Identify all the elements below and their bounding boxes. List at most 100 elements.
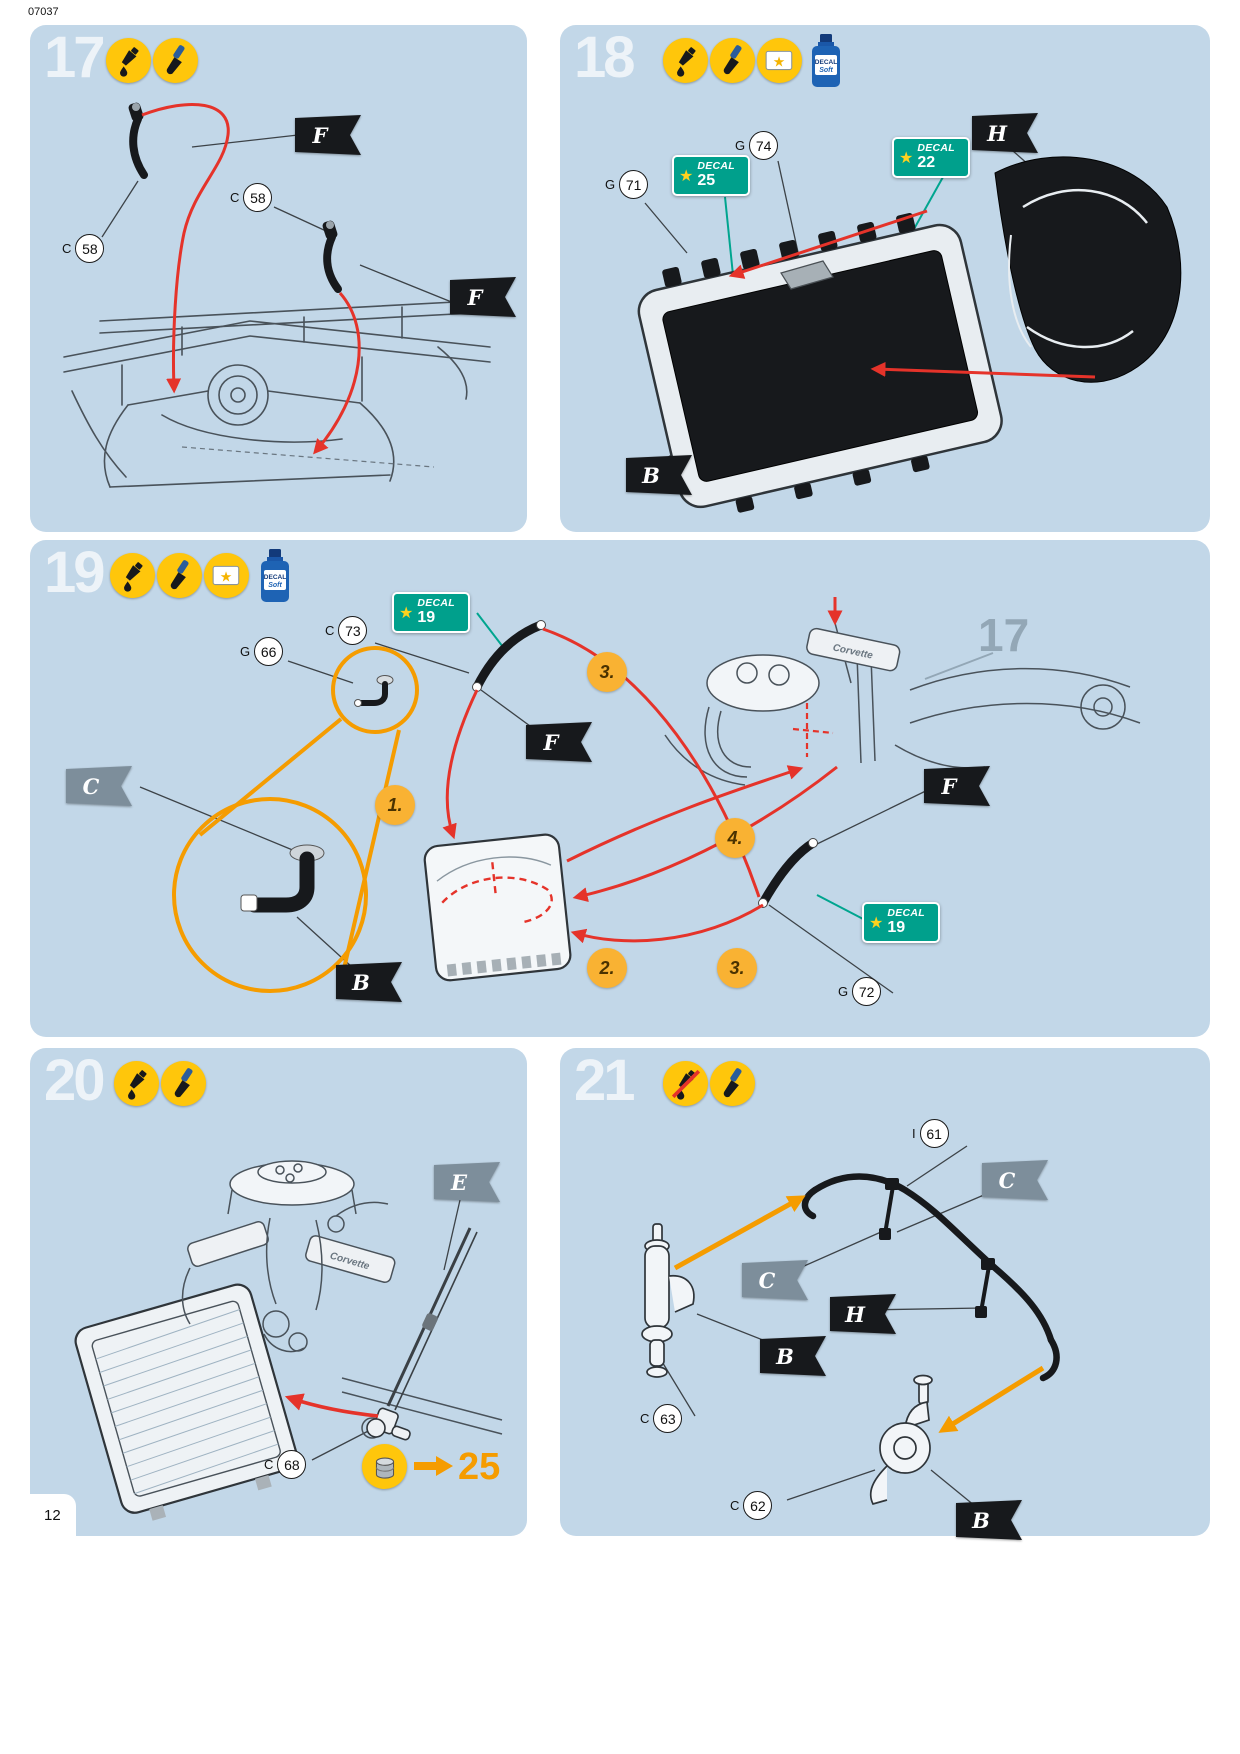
svg-text:C: C	[83, 774, 100, 799]
step-20-panel: 20 Corvette	[30, 1048, 527, 1536]
paint-flag-c: C	[982, 1160, 1048, 1200]
left-bracket-part	[641, 1223, 695, 1378]
svg-text:F: F	[312, 123, 330, 148]
paint-flag-b: B	[760, 1336, 826, 1376]
page-number-text: 12	[44, 1506, 61, 1524]
svg-text:C: C	[999, 1168, 1016, 1193]
svg-text:B: B	[641, 463, 660, 488]
decal-tag-19: ★ DECAL 19	[862, 902, 940, 943]
arrow-right-icon	[414, 1456, 453, 1476]
sequence-step-3: 3.	[587, 652, 627, 692]
paint-reference-number: 25	[458, 1446, 501, 1488]
glue-icon	[663, 38, 708, 83]
glue-icon	[114, 1061, 159, 1106]
part-callout-g74: G 74	[735, 131, 779, 160]
decal-icon	[204, 553, 249, 598]
decal-icon	[757, 38, 802, 83]
part-callout-g66: G 66	[240, 637, 284, 666]
right-bracket-part	[869, 1374, 933, 1506]
brush-icon	[153, 38, 198, 83]
brush-icon	[157, 553, 202, 598]
leader-lines	[101, 134, 455, 304]
hose-72	[758, 838, 818, 908]
brush-icon	[161, 1061, 206, 1106]
assembly-arrows	[728, 209, 1096, 379]
svg-text:C: C	[759, 1268, 776, 1293]
svg-text:F: F	[543, 730, 561, 755]
step-20-number: 20	[44, 1048, 105, 1113]
no-glue-icon	[663, 1061, 708, 1106]
paint-flag-b: B	[956, 1500, 1022, 1540]
paint-flag-f: F	[526, 722, 592, 762]
paint-flag-b: B	[626, 455, 692, 495]
paint-flag-c: C	[742, 1260, 808, 1300]
step-19-panel: 19 DECAL Soft	[30, 540, 1210, 1037]
svg-text:Soft: Soft	[268, 582, 282, 589]
svg-text:H: H	[986, 121, 1008, 146]
expansion-tank-drawing	[423, 833, 572, 982]
star-icon: ★	[869, 914, 884, 932]
step-18-diagram	[637, 134, 1182, 513]
kit-number: 07037	[28, 6, 59, 18]
part-callout-i61: I 61	[912, 1119, 949, 1148]
chassis-drawing	[63, 300, 491, 488]
part-callout-c73: C 73	[325, 616, 368, 645]
hidden-connector-dashed	[792, 597, 843, 757]
page-number: 12	[30, 1494, 76, 1536]
part-callout-c68: C 68	[264, 1450, 307, 1479]
hose-routing-arrows	[141, 103, 361, 455]
svg-text:E: E	[450, 1170, 468, 1195]
detail-magnifier-circles	[172, 646, 419, 993]
brush-icon	[710, 1061, 755, 1106]
step-18-panel: 18 DECAL Soft	[560, 25, 1210, 532]
paint-flag-e: E	[434, 1162, 500, 1202]
step-21-number: 21	[574, 1048, 635, 1113]
sequence-step-2: 2.	[587, 948, 627, 988]
svg-text:Soft: Soft	[819, 67, 833, 74]
sequence-step-3: 3.	[717, 948, 757, 988]
step-reference-number: 17	[978, 609, 1030, 661]
step-19-number: 19	[44, 540, 105, 605]
star-icon: ★	[679, 167, 694, 185]
radiator-grille-drawing	[74, 1283, 298, 1521]
part-callout-c63: C 63	[640, 1404, 683, 1433]
clip-part	[780, 260, 834, 290]
step-17-number: 17	[44, 25, 105, 90]
paint-flag-h: H	[830, 1294, 896, 1334]
part-callout-c58: C 58	[62, 234, 105, 263]
glue-icon	[106, 38, 151, 83]
sway-bar-part	[801, 1173, 1060, 1382]
hose-73	[472, 620, 546, 692]
paint-flag-f: F	[295, 115, 361, 155]
step-18-number: 18	[574, 25, 635, 90]
part-callout-c58: C 58	[230, 183, 273, 212]
paint-flag-b: B	[336, 962, 402, 1002]
radiator-drawing	[637, 212, 1003, 513]
decal-soft-bottle: DECAL Soft	[812, 34, 840, 87]
step-17-panel: 17	[30, 25, 527, 532]
svg-text:DECAL: DECAL	[264, 574, 286, 581]
paint-flag-h: H	[972, 113, 1038, 153]
engine-assembly-drawing: Corvette	[664, 622, 1141, 786]
paint-flag-f: F	[450, 277, 516, 317]
decal-tag-19: ★ DECAL 19	[392, 592, 470, 633]
brush-icon	[710, 38, 755, 83]
step-21-diagram	[641, 1145, 1060, 1507]
step-20-diagram: Corvette	[74, 1160, 503, 1521]
glue-icon	[110, 553, 155, 598]
steering-column-part	[366, 1227, 478, 1441]
step-19-diagram: Corvette	[139, 597, 1141, 994]
engine-drawing: Corvette	[181, 1160, 503, 1439]
step-21-panel: 21	[560, 1048, 1210, 1540]
step-17-diagram	[63, 102, 491, 488]
part-callout-g72: G 72	[838, 977, 882, 1006]
svg-text:F: F	[941, 774, 959, 799]
vent-part-small	[354, 675, 394, 707]
svg-text:F: F	[467, 285, 485, 310]
star-icon: ★	[399, 604, 414, 622]
brake-hose-parts	[128, 102, 342, 293]
hidden-edge-line	[181, 446, 435, 468]
svg-text:B: B	[971, 1508, 990, 1533]
paint-flag-f: F	[924, 766, 990, 806]
assembly-arrows-orange	[673, 1195, 1045, 1433]
